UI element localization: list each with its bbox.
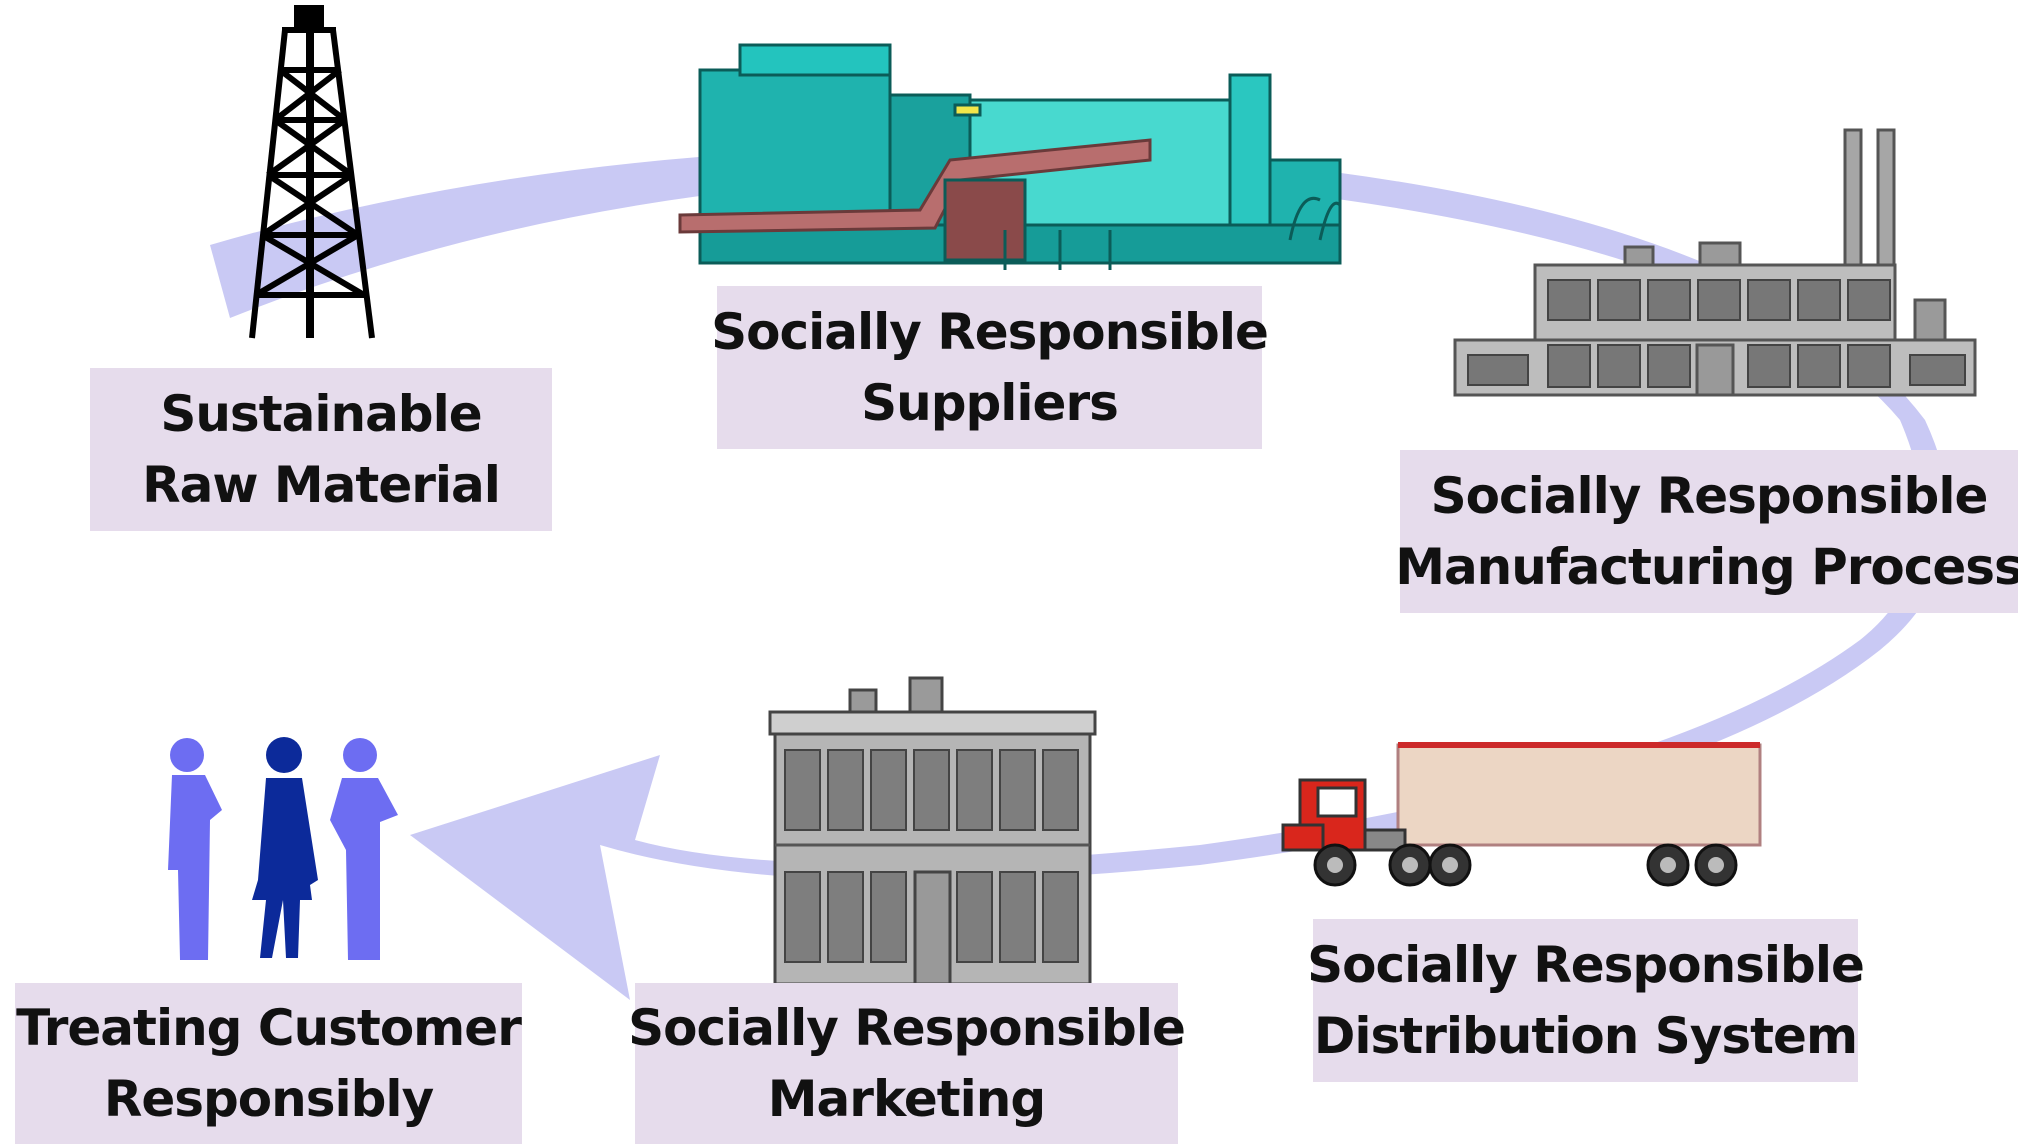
truck-icon: [1281, 742, 1762, 887]
label-raw-material-line-2: Raw Material: [142, 455, 501, 514]
oil-derrick-icon: [249, 5, 375, 339]
store-building-icon: [768, 676, 1097, 986]
label-marketing-line-2: Marketing: [767, 1069, 1046, 1128]
label-suppliers: Socially Responsible Suppliers: [711, 286, 1269, 449]
people-icon: [168, 737, 398, 960]
label-manufacturing-line-2: Manufacturing Process: [1395, 537, 2018, 596]
label-customer-line-1: Treating Customer: [16, 998, 522, 1057]
label-raw-material: Sustainable Raw Material: [90, 368, 552, 531]
label-customer: Treating Customer Responsibly: [15, 983, 522, 1144]
label-marketing: Socially Responsible Marketing: [628, 983, 1186, 1144]
factory-icon: [1453, 128, 1977, 397]
label-distribution-line-2: Distribution System: [1313, 1006, 1858, 1065]
label-suppliers-line-1: Socially Responsible: [711, 302, 1269, 361]
label-suppliers-line-2: Suppliers: [861, 373, 1119, 432]
label-distribution-line-1: Socially Responsible: [1307, 935, 1865, 994]
label-marketing-line-1: Socially Responsible: [628, 998, 1186, 1057]
industrial-plant-icon: [678, 43, 1342, 270]
label-manufacturing: Socially Responsible Manufacturing Proce…: [1395, 450, 2018, 613]
label-manufacturing-line-1: Socially Responsible: [1430, 466, 1989, 525]
label-distribution: Socially Responsible Distribution System: [1307, 919, 1865, 1082]
label-customer-line-2: Responsibly: [103, 1069, 434, 1128]
label-raw-material-line-1: Sustainable: [160, 384, 482, 443]
